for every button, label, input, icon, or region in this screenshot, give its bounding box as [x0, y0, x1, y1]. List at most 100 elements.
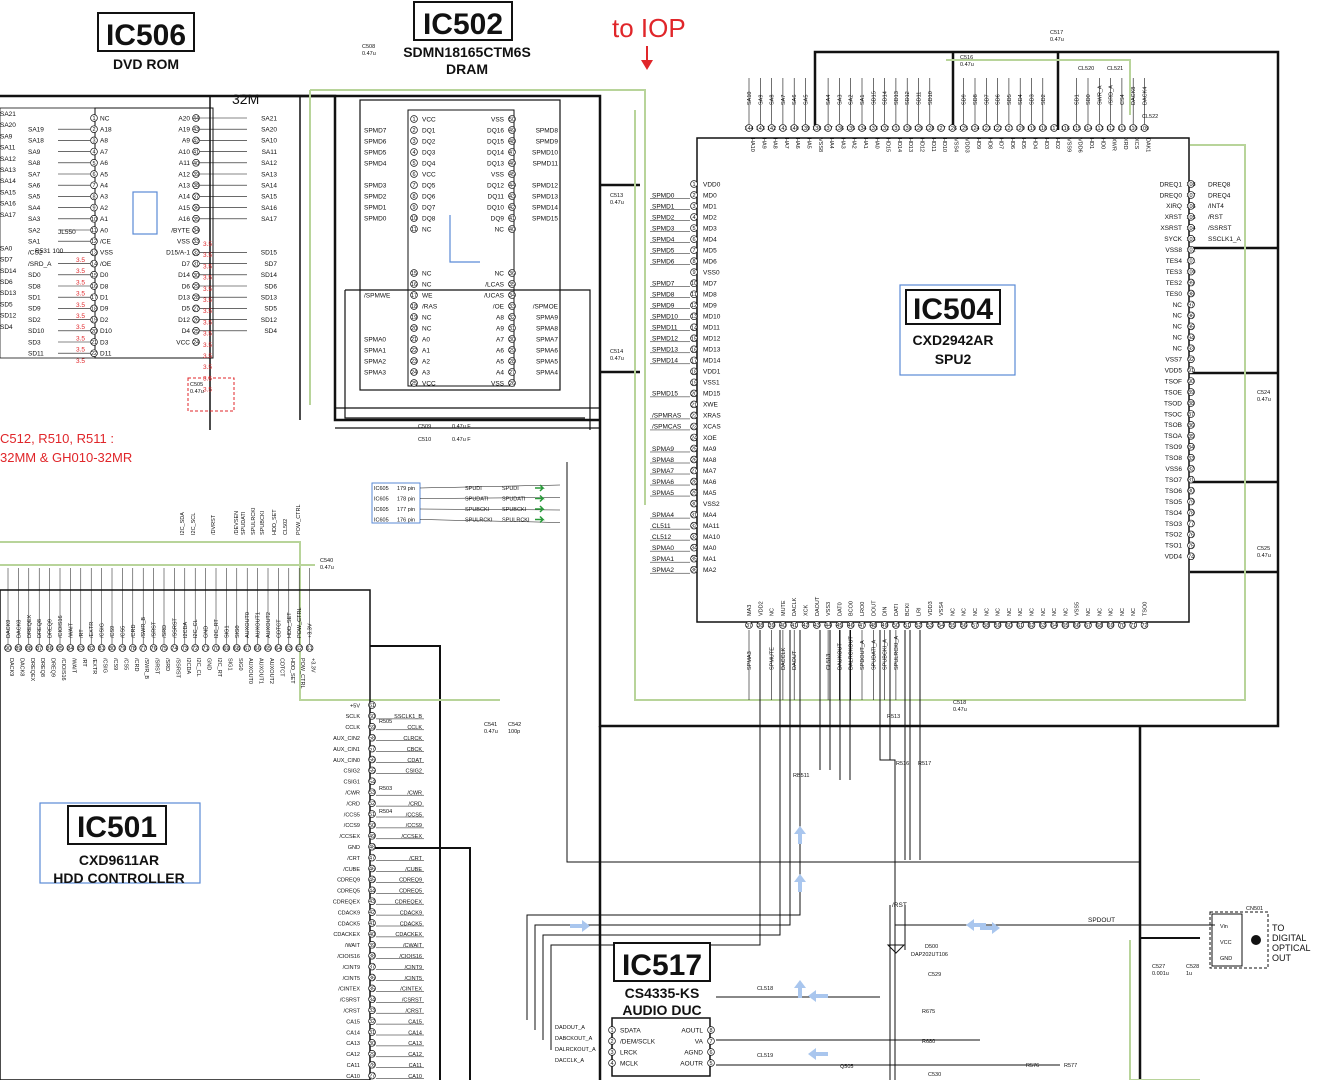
pin-name-top: I2C_CL — [193, 619, 199, 638]
rst-label: /RST — [892, 902, 907, 909]
net-label: SD12 — [261, 317, 278, 324]
pin-number: 4 — [92, 150, 95, 156]
pin-name: VSS5 — [1075, 602, 1081, 616]
pin-number: 64 — [275, 646, 281, 652]
pin-name: NC — [770, 608, 776, 616]
pin-circle — [87, 644, 95, 652]
ic605-wire — [419, 508, 561, 511]
pin-circle — [368, 1006, 376, 1014]
pin-name: DQ10 — [487, 204, 504, 211]
pin-circle — [1187, 366, 1195, 374]
pin-circle — [1140, 124, 1149, 132]
c542-value: 100p — [508, 729, 520, 735]
pin-circle — [368, 1017, 376, 1025]
net-label: SPMD4 — [364, 160, 387, 167]
pin-name-top: /CIOIS16 — [58, 615, 64, 638]
pin-name: D7 — [182, 261, 191, 268]
pin-number: 116 — [1061, 126, 1070, 132]
pin-circle — [368, 755, 376, 764]
pin-number: 61 — [1017, 623, 1023, 629]
vertical-net-label: SPULRCKI — [251, 507, 257, 535]
pin-number: 82 — [88, 646, 94, 652]
pin-circle — [1187, 224, 1195, 232]
net-label: SWR_A — [1097, 85, 1103, 105]
pin-number: 17 — [91, 295, 97, 301]
pin-name: HD10 — [941, 138, 947, 152]
pin-name: MA0 — [703, 545, 717, 552]
pin-number: 43 — [814, 623, 820, 629]
pin-number: 33 — [369, 1008, 375, 1014]
pin-number: 24 — [691, 435, 697, 441]
pin-number: 86 — [1188, 423, 1194, 429]
net-label: SD0 — [28, 272, 41, 279]
pin-circle — [410, 291, 418, 299]
net-label: SA10 — [261, 138, 277, 145]
pin-name: NC — [1007, 608, 1013, 616]
net-label: CSIG2 — [405, 769, 422, 775]
pin-circle — [914, 621, 923, 629]
pin-number: 45 — [509, 172, 515, 178]
pin-number: 2 — [610, 1039, 613, 1045]
pin-number: 105 — [1186, 215, 1195, 221]
pin-circle — [508, 280, 516, 288]
pin-number: 40 — [780, 623, 786, 629]
pin-number: 29 — [509, 348, 515, 354]
pin-name-top: /CRD — [131, 625, 137, 638]
gnd-label: GND — [1220, 956, 1232, 962]
pin-number: 87 — [36, 646, 42, 652]
c514-value: 0.47u — [610, 356, 624, 362]
pin-name: D11 — [100, 351, 112, 358]
pin-number: 34 — [193, 228, 199, 234]
pin-name: HA10 — [749, 138, 755, 152]
pin-number: 88 — [1188, 401, 1194, 407]
pin-circle — [858, 124, 866, 132]
pin-number: 85 — [1188, 434, 1194, 440]
pin-number: 8 — [412, 194, 415, 200]
pin-number: 31 — [369, 1030, 375, 1036]
pin-circle — [1187, 541, 1195, 550]
pin-circle — [690, 433, 698, 442]
pin-number: 48 — [369, 845, 375, 851]
optical-line4: OUT — [1272, 953, 1292, 963]
pin-name: MD13 — [703, 347, 721, 354]
net-label: SD3 — [1030, 94, 1036, 105]
pin-name: /RAS — [422, 303, 438, 310]
pin-number: 42 — [369, 910, 375, 916]
pin-name: DQ4 — [422, 160, 436, 167]
c505-value: 0.47u — [190, 389, 204, 395]
net-label: SD14 — [261, 272, 278, 279]
net-label: /CRT — [409, 856, 422, 862]
ic502-title: IC502 — [423, 8, 503, 41]
net-label: SD6 — [996, 94, 1002, 105]
pin-number: 39 — [193, 172, 199, 178]
pin-name: +5V — [350, 703, 360, 709]
pin-name: NC — [422, 281, 432, 288]
pin-name: NC — [1063, 608, 1069, 616]
pin-number: 68 — [234, 646, 240, 652]
pin-name: HA1 — [862, 138, 868, 149]
net-label: SPMD0 — [364, 215, 387, 222]
pin-number: 61 — [307, 646, 313, 652]
net-label: DALRCKOUT — [849, 635, 855, 670]
pin-name: D13 — [178, 295, 190, 302]
net-label: CL511 — [652, 523, 671, 530]
pin-name: /SRD — [164, 658, 170, 671]
pin-name: DREQ0 — [1160, 192, 1183, 199]
pin-number: 21 — [411, 337, 417, 343]
pin-number: 66 — [1074, 623, 1080, 629]
pin-circle — [690, 499, 698, 508]
part-label: RB511 — [793, 773, 809, 779]
r505-label: R505 — [379, 719, 392, 725]
pin-circle — [937, 124, 945, 132]
pin-circle — [264, 644, 272, 652]
ic605-wire — [419, 484, 561, 489]
pin-name: VSS — [491, 380, 505, 387]
pin-name: A15 — [178, 205, 190, 212]
pin-circle — [690, 334, 698, 343]
pin-name: MA10 — [703, 534, 720, 541]
pin-name: TES2 — [1166, 280, 1183, 287]
pin-circle — [305, 644, 314, 652]
pin-circle — [192, 327, 200, 335]
pin-name: CDACK5 — [338, 921, 360, 927]
